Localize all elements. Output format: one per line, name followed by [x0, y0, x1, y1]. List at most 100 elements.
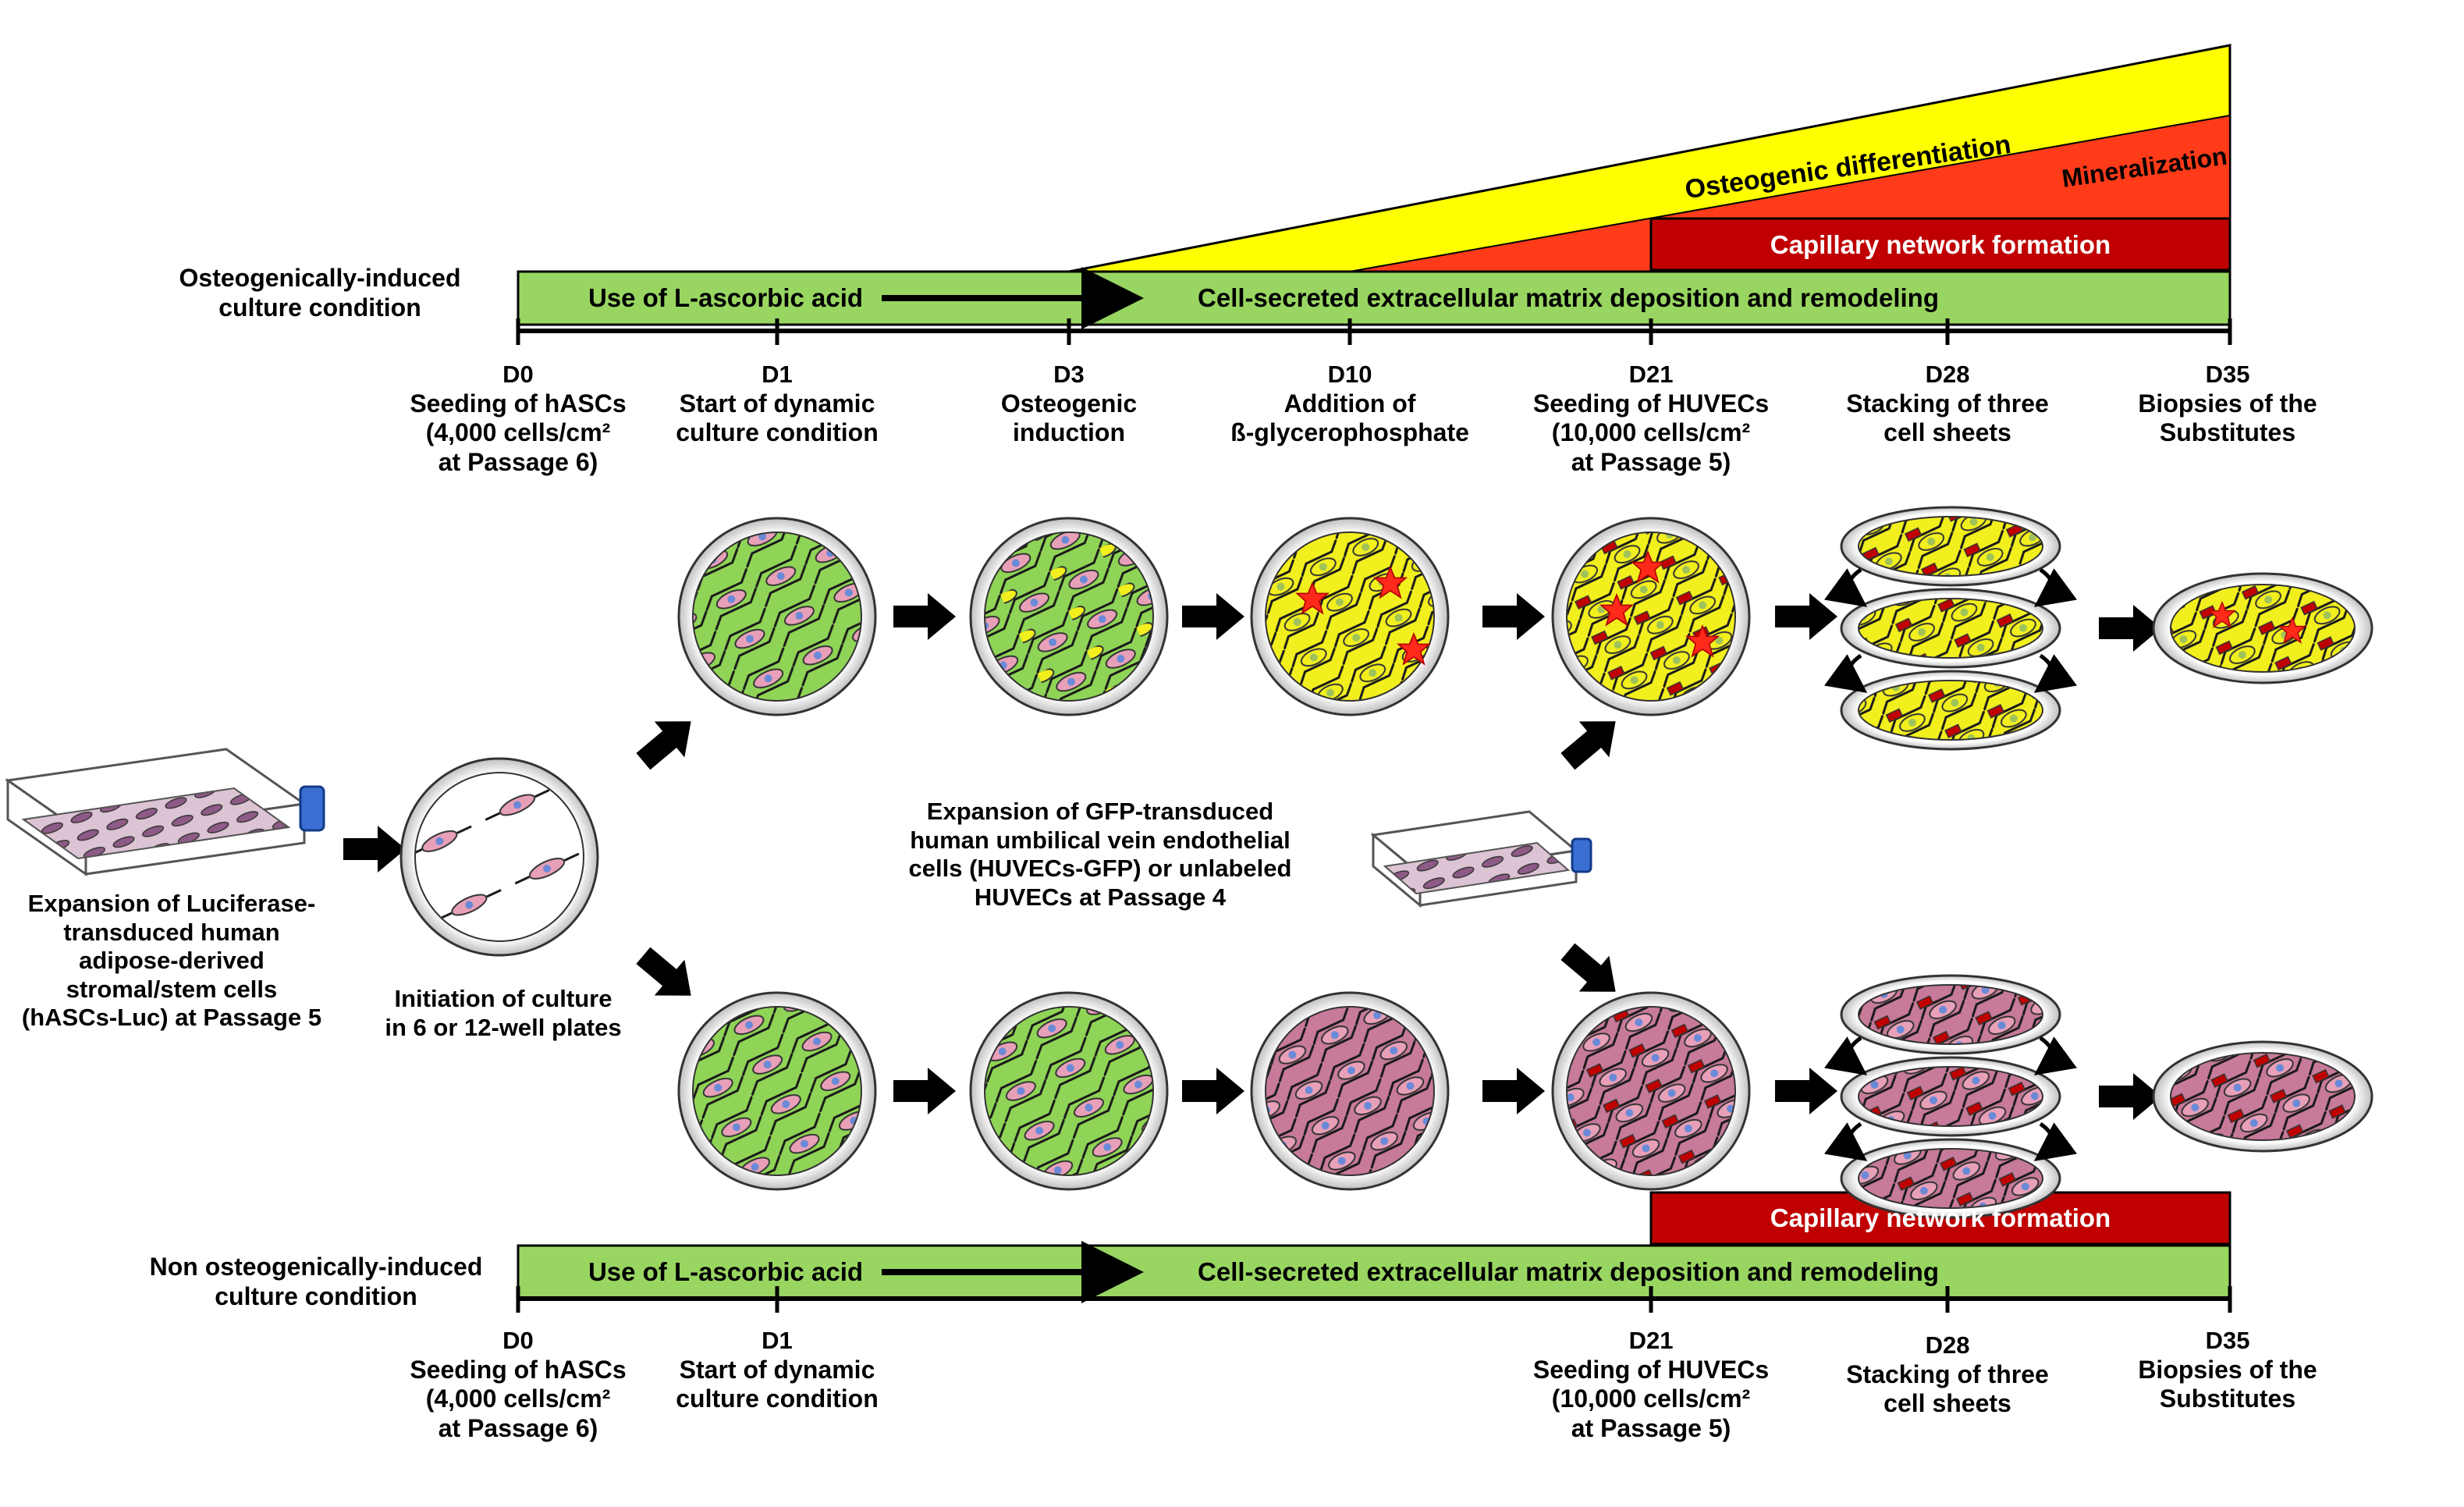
bottom-dish-3: [1250, 991, 1450, 1191]
top-desc-line: induction: [1013, 418, 1125, 447]
huvec-caption-line: human umbilical vein endothelial: [910, 826, 1291, 854]
arrow-huvec-to-top: [1553, 703, 1631, 780]
initiation-caption-line: in 6 or 12-well plates: [385, 1013, 622, 1041]
top-timepoint-d0: D0 Seeding of hASCs (4,000 cells/cm² at …: [401, 361, 635, 478]
bottom-timepoint-d1: D1 Start of dynamic culture condition: [660, 1327, 894, 1414]
top-timepoint-d3: D3 Osteogenic induction: [952, 361, 1186, 448]
top-day-label: D10: [1327, 361, 1372, 388]
bottom-timepoint-d35: D35 Biopsies of the Substitutes: [2107, 1327, 2349, 1414]
top-condition-label: Osteogenically-induced culture condition: [156, 264, 484, 323]
bottom-day-label: D1: [762, 1327, 793, 1354]
huvec-flask-icon: [1370, 810, 1592, 908]
top-day-label: D21: [1628, 361, 1674, 388]
top-desc-line: culture condition: [676, 418, 879, 447]
initiation-caption-line: Initiation of culture: [394, 985, 612, 1012]
bottom-arrow-2: [1182, 1068, 1244, 1114]
top-capillary-bar: [1649, 217, 2231, 272]
top-desc-line: at Passage 6): [438, 448, 598, 477]
bottom-day-label: D21: [1628, 1327, 1674, 1354]
bottom-arrow-4: [1775, 1068, 1837, 1114]
hascs-flask-icon: [5, 748, 325, 876]
hascs-caption-line: stromal/stem cells: [66, 975, 278, 1003]
top-dish-d3: [969, 517, 1169, 716]
top-arrow-3: [1482, 593, 1545, 640]
bottom-timepoint-d28: D28 Stacking of three cell sheets: [1823, 1331, 2072, 1419]
top-desc-line: (4,000 cells/cm²: [425, 418, 611, 447]
bottom-desc-line: cell sheets: [1884, 1389, 2011, 1418]
bottom-dish-2: [969, 991, 1169, 1191]
bottom-desc-line: Substitutes: [2159, 1384, 2296, 1413]
bottom-desc-line: Biopsies of the: [2138, 1355, 2317, 1384]
top-desc-line: Stacking of three: [1846, 389, 2049, 418]
bottom-dish-d21: [1551, 991, 1751, 1191]
bottom-desc-line: Start of dynamic: [679, 1355, 875, 1384]
top-desc-line: Seeding of hASCs: [410, 389, 627, 418]
bottom-arrow-3: [1482, 1068, 1545, 1114]
top-arrow-1: [893, 593, 956, 640]
hascs-caption-line: transduced human: [63, 918, 280, 946]
top-dish-d21: [1551, 517, 1751, 716]
top-ascorbic-label: Use of L-ascorbic acid: [588, 283, 863, 312]
arrow-initiation-to-top: [628, 703, 706, 780]
bottom-arrow-5: [2099, 1073, 2161, 1120]
top-desc-line: Osteogenic: [1000, 389, 1138, 418]
bottom-condition-line1: Non osteogenically-induced: [149, 1253, 483, 1281]
hascs-caption-line: adipose-derived: [79, 947, 265, 975]
top-timepoint-d28: D28 Stacking of three cell sheets: [1823, 361, 2072, 448]
top-desc-line: Addition of: [1283, 389, 1416, 418]
top-desc-line: Seeding of HUVECs: [1532, 389, 1770, 418]
initiation-dish: [399, 757, 599, 957]
bottom-day-label: D28: [1925, 1331, 1970, 1359]
top-arrow-4: [1775, 593, 1837, 640]
top-desc-line: at Passage 5): [1571, 448, 1731, 477]
huvec-caption-line: Expansion of GFP-transduced: [926, 798, 1274, 825]
top-arrow-5: [2099, 605, 2161, 652]
top-desc-line: ß-glycerophosphate: [1230, 418, 1469, 447]
top-timeline-axis: [516, 318, 2232, 345]
bottom-timepoint-d21: D21 Seeding of HUVECs (10,000 cells/cm² …: [1526, 1327, 1776, 1444]
bottom-condition-label: Non osteogenically-induced culture condi…: [133, 1253, 499, 1312]
bottom-desc-line: (10,000 cells/cm²: [1551, 1384, 1751, 1413]
top-dish-d10: [1250, 517, 1450, 716]
arrow-initiation-to-bottom: [628, 937, 706, 1014]
top-dish-d35: [2152, 572, 2373, 684]
top-wedge: [1068, 44, 2231, 273]
bottom-dish-d1: [677, 991, 877, 1191]
bottom-arrow-1: [893, 1068, 956, 1114]
bottom-desc-line: culture condition: [676, 1384, 879, 1413]
bottom-desc-line: at Passage 5): [1571, 1414, 1731, 1443]
bottom-timepoint-d0: D0 Seeding of hASCs (4,000 cells/cm² at …: [401, 1327, 635, 1444]
bottom-desc-line: Seeding of HUVECs: [1532, 1355, 1770, 1384]
initiation-caption: Initiation of culture in 6 or 12-well pl…: [375, 985, 632, 1042]
hascs-caption-line: (hASCs-Luc) at Passage 5: [21, 1004, 322, 1032]
top-desc-line: cell sheets: [1884, 418, 2011, 447]
top-capillary-label: Capillary network formation: [1770, 230, 2111, 259]
bottom-timeline-axis: [516, 1286, 2232, 1313]
bottom-desc-line: (4,000 cells/cm²: [425, 1384, 611, 1413]
top-dish-d1: [677, 517, 877, 716]
huvec-caption-line: HUVECs at Passage 4: [974, 883, 1227, 911]
bottom-stack-d28: [1823, 974, 2078, 1219]
bottom-day-label: D0: [502, 1327, 534, 1354]
hascs-caption-line: Expansion of Luciferase-: [27, 890, 316, 917]
arrow-flask-to-initiation: [343, 826, 406, 873]
bottom-desc-line: Seeding of hASCs: [410, 1355, 627, 1384]
bottom-matrix-label: Cell-secreted extracellular matrix depos…: [1198, 1257, 1939, 1286]
top-arrow-2: [1182, 593, 1244, 640]
top-desc-line: (10,000 cells/cm²: [1551, 418, 1751, 447]
top-timepoint-d35: D35 Biopsies of the Substitutes: [2107, 361, 2349, 448]
top-day-label: D3: [1053, 361, 1085, 388]
huvec-flask-caption: Expansion of GFP-transduced human umbili…: [858, 798, 1342, 912]
top-desc-line: Start of dynamic: [679, 389, 875, 418]
top-desc-line: Substitutes: [2159, 418, 2296, 447]
top-timepoint-d1: D1 Start of dynamic culture condition: [660, 361, 894, 448]
bottom-capillary-label: Capillary network formation: [1770, 1203, 2111, 1232]
top-timepoint-d21: D21 Seeding of HUVECs (10,000 cells/cm² …: [1526, 361, 1776, 478]
top-condition-line2: culture condition: [218, 293, 421, 322]
huvec-caption-line: cells (HUVECs-GFP) or unlabeled: [908, 855, 1292, 883]
bottom-green-bar: [517, 1244, 2231, 1300]
top-day-label: D28: [1925, 361, 1970, 388]
top-desc-line: Biopsies of the: [2138, 389, 2317, 418]
top-matrix-label: Cell-secreted extracellular matrix depos…: [1198, 283, 1939, 312]
